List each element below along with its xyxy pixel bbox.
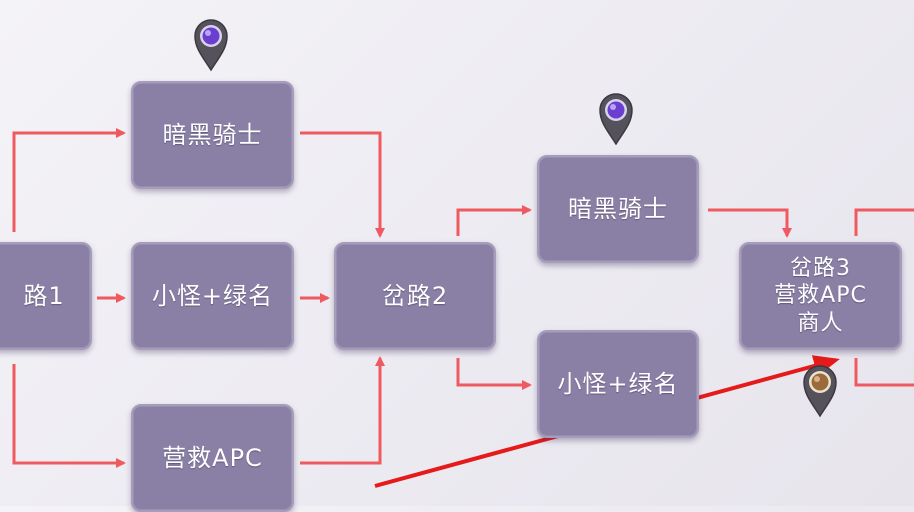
node-dark-knight-2: 暗黑骑士 <box>537 155 699 263</box>
connector-rescue-1-to-fork2 <box>300 356 385 465</box>
purple-boss-icon <box>194 19 228 72</box>
node-dark-knight-1: 暗黑骑士 <box>131 81 294 189</box>
node-minion-1-label: 小怪+绿名 <box>151 281 274 310</box>
node-dark-knight-2-label: 暗黑骑士 <box>568 194 668 223</box>
node-minion-2-label: 小怪+绿名 <box>557 369 679 398</box>
connector-fork1-to-dark-knight-1 <box>12 128 126 232</box>
node-rescue-1: 营救APC <box>131 404 294 512</box>
node-fork-3-line-3: 商人 <box>797 310 844 336</box>
node-fork-2: 岔路2 <box>334 242 496 350</box>
node-fork-3: 岔路3 营救APC 商人 <box>739 242 902 350</box>
node-minion-1: 小怪+绿名 <box>131 242 294 350</box>
node-fork-3-line-1: 岔路3 <box>790 255 851 281</box>
node-fork-2-label: 岔路2 <box>381 281 449 310</box>
connector-fork3-out-bottom <box>854 358 914 387</box>
connector-fork2-to-dark-knight-2 <box>456 205 532 236</box>
bronze-npc-icon <box>803 365 837 418</box>
node-minion-2: 小怪+绿名 <box>537 330 699 438</box>
node-fork-1: 路1 <box>0 242 92 350</box>
connector-fork2-to-minion-2 <box>456 358 532 390</box>
connector-fork1-to-rescue-1 <box>12 364 126 468</box>
node-rescue-1-label: 营救APC <box>162 443 263 472</box>
node-fork-1-label: 路1 <box>23 281 65 310</box>
connector-fork3-out-top <box>854 208 914 236</box>
node-dark-knight-1-label: 暗黑骑士 <box>162 120 263 149</box>
purple-boss-icon <box>599 93 633 146</box>
connector-dark-knight-1-to-fork2 <box>300 131 385 238</box>
connector-dark-knight-2-to-fork3 <box>708 208 792 238</box>
node-fork-3-line-2: 营救APC <box>774 283 867 309</box>
